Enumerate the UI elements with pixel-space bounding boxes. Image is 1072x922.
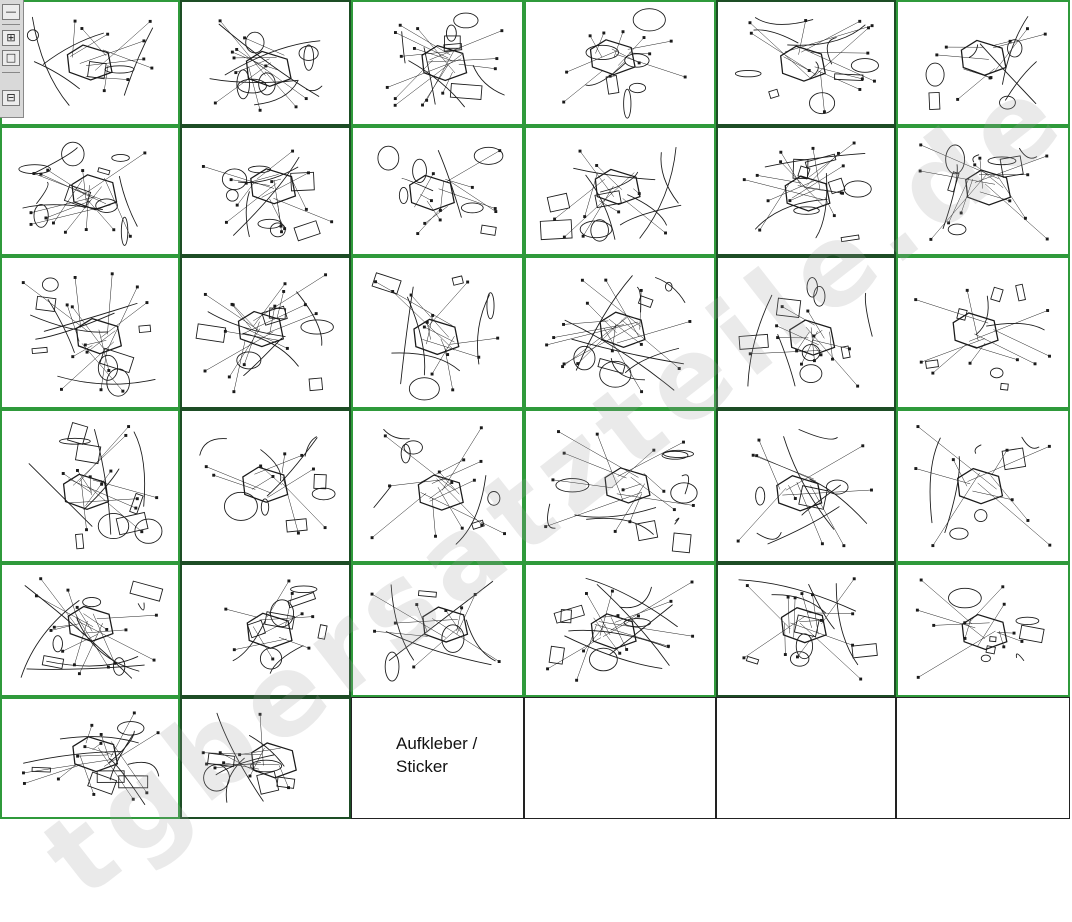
exploded-parts-drawing <box>182 128 349 254</box>
exploded-parts-drawing <box>718 128 894 254</box>
exploded-parts-drawing <box>2 411 178 561</box>
parts-diagram-tile[interactable] <box>351 126 524 256</box>
exploded-parts-drawing <box>898 2 1068 124</box>
exploded-parts-drawing <box>182 699 349 817</box>
exploded-parts-drawing <box>898 258 1068 407</box>
parts-diagram-tile[interactable] <box>524 0 716 126</box>
exploded-parts-drawing <box>898 411 1068 561</box>
parts-diagram-tile[interactable] <box>524 409 716 563</box>
parts-diagram-tile[interactable] <box>896 256 1070 409</box>
parts-diagram-tile[interactable] <box>716 563 896 697</box>
parts-diagram-tile[interactable] <box>716 0 896 126</box>
grid-view-tool-button[interactable]: ⊞ <box>2 30 20 46</box>
exploded-parts-drawing <box>526 258 714 407</box>
exploded-parts-drawing <box>2 128 178 254</box>
parts-diagram-tile[interactable] <box>180 409 351 563</box>
parts-diagram-tile[interactable] <box>524 563 716 697</box>
exploded-parts-drawing <box>526 2 714 124</box>
parts-diagram-tile[interactable] <box>524 256 716 409</box>
parts-diagram-tile[interactable] <box>896 0 1070 126</box>
exploded-parts-drawing <box>718 2 894 124</box>
parts-diagram-tile[interactable] <box>524 126 716 256</box>
collapse-tool-button[interactable]: — <box>2 4 20 20</box>
parts-diagram-tile[interactable] <box>0 256 180 409</box>
parts-diagram-tile[interactable] <box>351 0 524 126</box>
parts-diagram-tile[interactable] <box>180 256 351 409</box>
parts-diagram-tile[interactable] <box>180 0 351 126</box>
parts-diagram-tile[interactable] <box>351 256 524 409</box>
exploded-parts-drawing <box>718 565 894 695</box>
parts-diagram-tile[interactable] <box>180 563 351 697</box>
exploded-parts-drawing <box>2 699 178 817</box>
exploded-parts-drawing <box>2 258 178 407</box>
exploded-parts-drawing <box>182 2 349 124</box>
tool-separator <box>2 72 20 73</box>
sticker-tile[interactable]: Aufkleber / Sticker <box>351 697 524 819</box>
exploded-parts-drawing <box>182 411 349 561</box>
sticker-tile-label: Aufkleber / Sticker <box>396 732 477 778</box>
parts-diagram-tile[interactable] <box>716 409 896 563</box>
exploded-parts-drawing <box>182 258 349 407</box>
parts-diagram-tile[interactable] <box>0 126 180 256</box>
exploded-parts-drawing <box>182 565 349 695</box>
exploded-parts-drawing <box>353 411 522 561</box>
exploded-parts-drawing <box>2 565 178 695</box>
empty-tile <box>524 697 716 819</box>
exploded-parts-drawing <box>526 128 714 254</box>
exploded-parts-drawing <box>353 2 522 124</box>
parts-diagram-tile[interactable] <box>180 126 351 256</box>
single-view-tool-button[interactable]: □ <box>2 50 20 66</box>
parts-diagram-tile[interactable] <box>0 563 180 697</box>
parts-diagram-tile[interactable] <box>0 409 180 563</box>
parts-diagram-tile[interactable] <box>351 563 524 697</box>
parts-diagram-tile[interactable] <box>896 126 1070 256</box>
empty-tile <box>716 697 896 819</box>
exploded-parts-drawing <box>898 128 1068 254</box>
exploded-parts-drawing <box>2 2 178 124</box>
parts-diagram-tile[interactable] <box>0 697 180 819</box>
tool-palette: — ⊞ □ ⊟ <box>0 0 24 118</box>
exploded-parts-drawing <box>718 258 894 407</box>
exploded-parts-drawing <box>353 128 522 254</box>
parts-diagram-tile[interactable] <box>716 126 896 256</box>
parts-catalog-grid: Aufkleber / Sticker <box>0 0 1072 821</box>
empty-tile <box>896 697 1070 819</box>
parts-diagram-tile[interactable] <box>180 697 351 819</box>
exploded-parts-drawing <box>718 411 894 561</box>
exploded-parts-drawing <box>353 565 522 695</box>
tool-separator <box>2 24 20 25</box>
exploded-parts-drawing <box>526 411 714 561</box>
parts-diagram-tile[interactable] <box>0 0 180 126</box>
split-view-tool-button[interactable]: ⊟ <box>2 90 20 106</box>
parts-diagram-tile[interactable] <box>716 256 896 409</box>
parts-diagram-tile[interactable] <box>896 409 1070 563</box>
exploded-parts-drawing <box>353 258 522 407</box>
exploded-parts-drawing <box>898 565 1068 695</box>
exploded-parts-drawing <box>526 565 714 695</box>
parts-diagram-tile[interactable] <box>896 563 1070 697</box>
parts-diagram-tile[interactable] <box>351 409 524 563</box>
